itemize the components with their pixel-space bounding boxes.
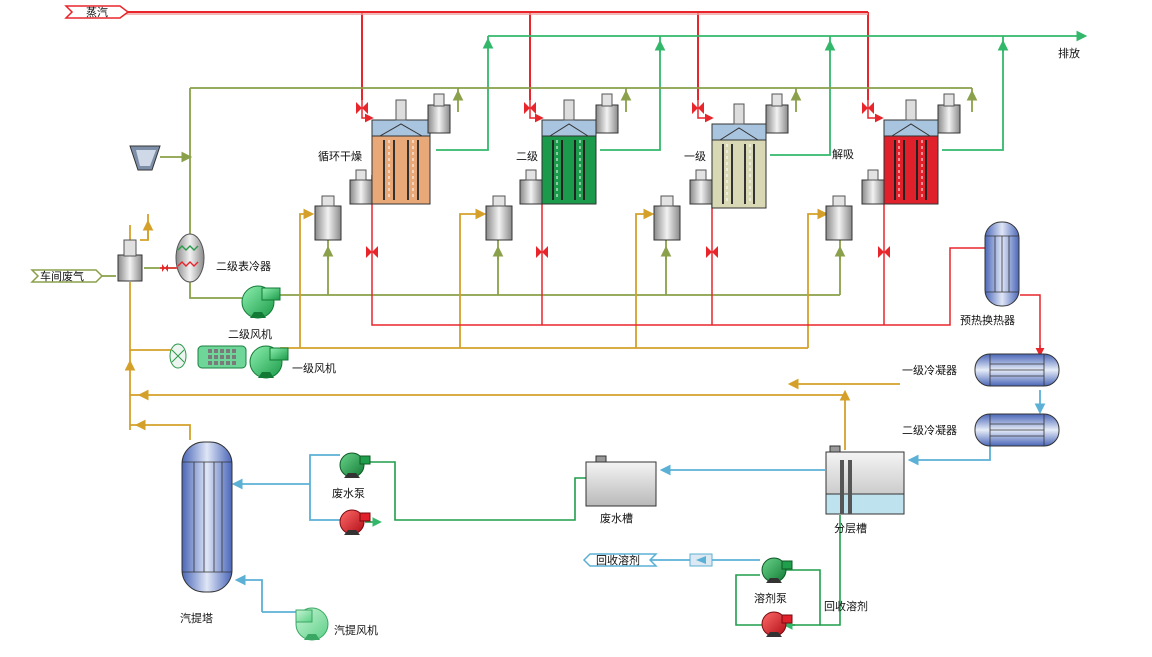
svg-text:二级: 二级 (516, 150, 538, 163)
inlet-damper (117, 239, 143, 282)
steam-legs (361, 100, 884, 123)
adsorber-secondary: 二级 (485, 93, 619, 241)
waste-pump-label: 废水泵 (332, 486, 365, 500)
svg-text:二级风机: 二级风机 (228, 327, 272, 341)
svg-text:蒸汽: 蒸汽 (86, 5, 108, 19)
adsorber-cycle-dry: 循环干燥 (314, 93, 451, 241)
svg-text:预热换热器: 预热换热器 (960, 313, 1015, 327)
preheater-exchanger: 预热换热器 (960, 221, 1020, 327)
hot-air-pipe (124, 208, 900, 450)
secondary-cooler: 二级表冷器 (160, 233, 271, 283)
secondary-fan: 二级风机 (228, 285, 281, 341)
adsorber-desorb: 解吸 (825, 93, 961, 241)
steam-valves (356, 102, 890, 258)
primary-fan: 一级风机 (249, 345, 336, 379)
svg-text:汽提塔: 汽提塔 (180, 611, 213, 625)
svg-text:二级表冷器: 二级表冷器 (216, 259, 271, 273)
vent-label: 排放 (1058, 46, 1080, 60)
svg-text:一级冷凝器: 一级冷凝器 (902, 363, 957, 377)
waste-pump-red (339, 509, 371, 535)
svg-text:汽提风机: 汽提风机 (334, 623, 378, 637)
steam-inlet-flag: 蒸汽 (64, 5, 130, 19)
solvent-pump-green (761, 557, 793, 583)
separator-tank: 分层槽 (825, 445, 905, 535)
solvent-meter (689, 553, 713, 567)
stripper-fan: 汽提风机 (295, 607, 378, 641)
solvent-pipes (365, 461, 841, 630)
primary-filter (169, 343, 187, 369)
filter-icon (129, 145, 161, 171)
primary-heater (197, 345, 247, 369)
svg-text:一级: 一级 (684, 150, 706, 163)
recovered-solvent-label-2: 回收溶剂 (824, 599, 868, 613)
stripper-column: 汽提塔 (180, 441, 233, 625)
solvent-pump-label: 溶剂泵 (754, 591, 787, 605)
secondary-condenser: 二级冷凝器 (902, 413, 1060, 447)
solvent-pump-red (761, 611, 793, 637)
workshop-gas-flag: 车间废气 (30, 269, 104, 283)
svg-text:车间废气: 车间废气 (40, 269, 84, 283)
steam-header-pipe (118, 11, 869, 100)
svg-text:一级风机: 一级风机 (292, 361, 336, 375)
svg-text:解吸: 解吸 (832, 147, 854, 161)
adsorber-primary: 一级 (653, 93, 789, 241)
vent-header-pipe (436, 30, 1088, 156)
svg-text:循环干燥: 循环干燥 (318, 150, 362, 163)
svg-text:回收溶剂: 回收溶剂 (596, 553, 640, 567)
svg-text:二级冷凝器: 二级冷凝器 (902, 423, 957, 437)
svg-text:分层槽: 分层槽 (834, 522, 867, 535)
svg-text:废水槽: 废水槽 (600, 511, 633, 525)
recovered-solvent-flag: 回收溶剂 (582, 553, 658, 567)
waste-pump-green (339, 452, 371, 478)
air-recirc-pipe (160, 87, 978, 299)
primary-condenser: 一级冷凝器 (902, 353, 1060, 387)
waste-water-tank: 废水槽 (585, 455, 657, 525)
